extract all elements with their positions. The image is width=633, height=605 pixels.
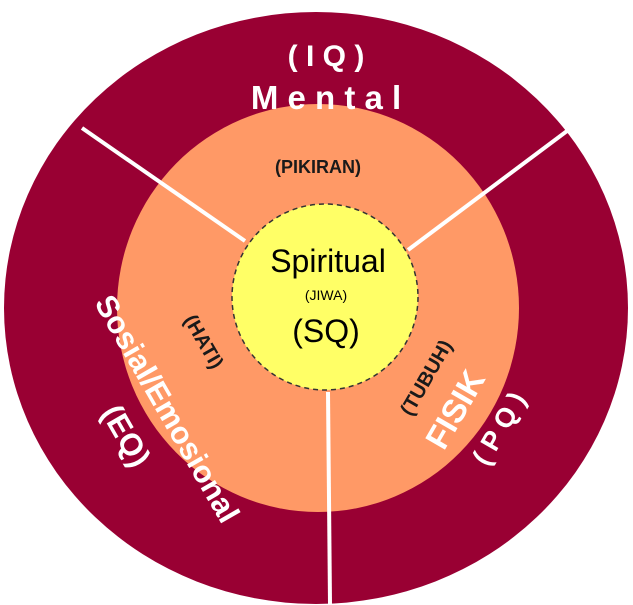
center-circle bbox=[231, 203, 419, 391]
divider-left bbox=[80, 126, 247, 243]
mind-label: (PIKIRAN) bbox=[275, 157, 361, 177]
mental-label: M e n t a l bbox=[251, 79, 401, 116]
soul-subtitle: (JIWA) bbox=[305, 287, 347, 303]
sq-code-label: (SQ) bbox=[292, 313, 360, 349]
divider-right bbox=[406, 129, 569, 252]
divider-bottom bbox=[326, 391, 332, 605]
spiritual-title: Spiritual bbox=[270, 243, 386, 279]
mental-code-label: ( I Q ) bbox=[288, 40, 365, 73]
